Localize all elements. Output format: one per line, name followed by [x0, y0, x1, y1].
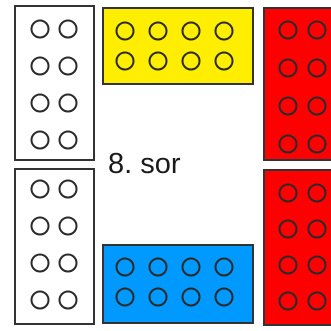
- yellow-brick-top-body: [103, 8, 253, 84]
- white-brick-top-left-body: [15, 6, 94, 160]
- white-brick-bottom-left: [15, 169, 94, 324]
- yellow-brick-top: [103, 8, 253, 84]
- red-brick-bottom-right-body: [264, 170, 331, 325]
- red-brick-bottom-right: [264, 170, 331, 325]
- blue-brick-bottom-body: [103, 245, 253, 323]
- white-brick-bottom-left-body: [15, 169, 94, 324]
- white-brick-top-left: [15, 6, 94, 160]
- row-label: 8. sor: [108, 150, 181, 179]
- blue-brick-bottom: [103, 245, 253, 323]
- red-brick-top-right: [264, 8, 331, 160]
